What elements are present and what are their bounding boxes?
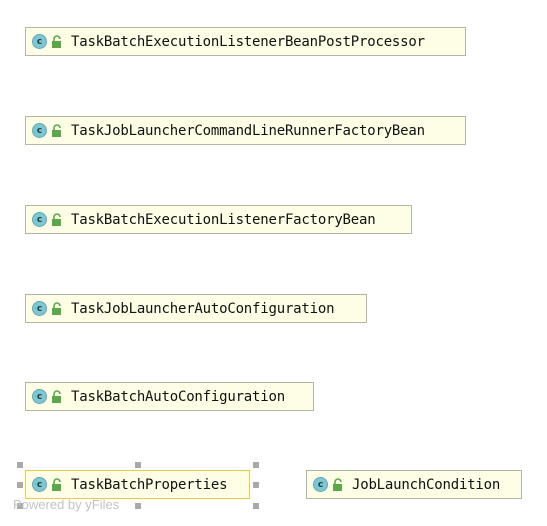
lock-icon (52, 389, 61, 403)
lock-icon (52, 301, 61, 315)
yfiles-watermark: Powered by yFiles (13, 497, 120, 512)
class-icon: c (32, 477, 47, 492)
class-name: TaskJobLauncherCommandLineRunnerFactoryB… (71, 122, 425, 139)
class-icon: c (32, 34, 47, 49)
lock-icon (52, 34, 61, 48)
lock-icon (52, 123, 61, 137)
resize-handle-bottom-left[interactable] (17, 503, 23, 509)
class-name: TaskBatchProperties (71, 476, 228, 493)
class-node-task-batch-execution-listener-factory-bean[interactable]: c TaskBatchExecutionListenerFactoryBean (25, 205, 412, 234)
class-name: TaskBatchExecutionListenerFactoryBean (71, 211, 376, 228)
resize-handle-top-middle[interactable] (135, 462, 141, 468)
lock-icon (52, 212, 61, 226)
class-icon: c (32, 301, 47, 316)
class-node-task-batch-auto-configuration[interactable]: c TaskBatchAutoConfiguration (25, 382, 314, 411)
resize-handle-top-right[interactable] (253, 462, 259, 468)
class-icon: c (32, 123, 47, 138)
resize-handle-bottom-right[interactable] (253, 503, 259, 509)
lock-icon (52, 477, 61, 491)
class-icon: c (32, 389, 47, 404)
class-node-job-launch-condition[interactable]: c JobLaunchCondition (306, 470, 522, 499)
class-node-task-job-launcher-auto-configuration[interactable]: c TaskJobLauncherAutoConfiguration (25, 294, 367, 323)
class-node-task-batch-properties[interactable]: c TaskBatchProperties (25, 470, 250, 499)
class-icon: c (32, 212, 47, 227)
resize-handle-middle-left[interactable] (17, 482, 23, 488)
resize-handle-bottom-middle[interactable] (135, 503, 141, 509)
class-name: JobLaunchCondition (352, 476, 501, 493)
resize-handle-top-left[interactable] (17, 462, 23, 468)
class-node-task-batch-execution-listener-bean-post-processor[interactable]: c TaskBatchExecutionListenerBeanPostProc… (25, 27, 466, 56)
class-name: TaskJobLauncherAutoConfiguration (71, 300, 335, 317)
class-name: TaskBatchAutoConfiguration (71, 388, 285, 405)
lock-icon (333, 477, 342, 491)
class-name: TaskBatchExecutionListenerBeanPostProces… (71, 33, 425, 50)
resize-handle-middle-right[interactable] (253, 482, 259, 488)
class-node-task-job-launcher-command-line-runner-factory-bean[interactable]: c TaskJobLauncherCommandLineRunnerFactor… (25, 116, 466, 145)
class-icon: c (313, 477, 328, 492)
